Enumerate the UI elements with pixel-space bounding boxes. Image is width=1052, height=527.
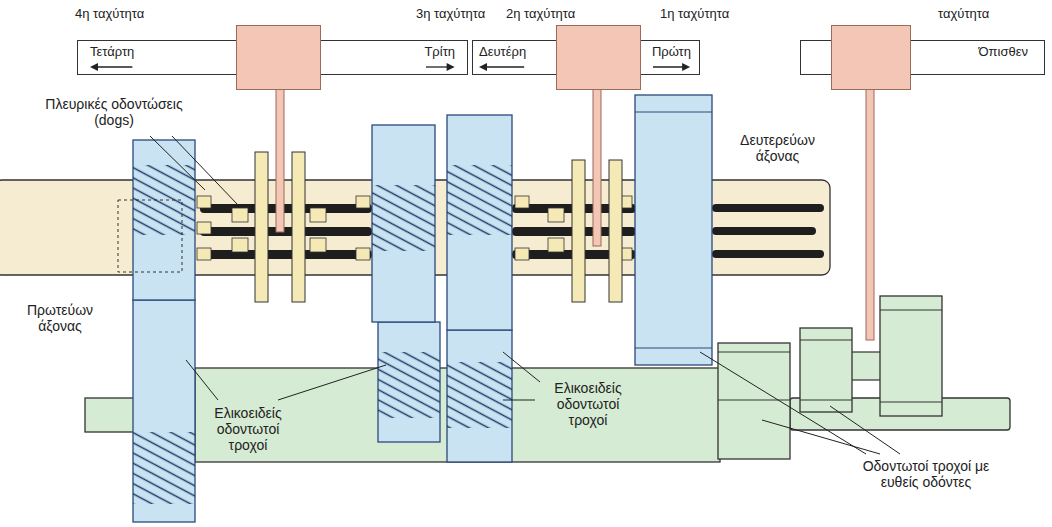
leader-line <box>830 406 900 454</box>
countershaft-gears <box>133 300 512 522</box>
spline <box>712 204 824 212</box>
helical-gear <box>372 125 435 322</box>
part-label: 2η ταχύτητα <box>506 6 575 22</box>
helical-teeth <box>372 185 435 251</box>
dog-tooth <box>356 196 370 208</box>
helical-gear <box>133 140 195 300</box>
spline <box>200 204 372 213</box>
idler-shaft <box>850 352 882 380</box>
helical-gear <box>447 330 512 462</box>
leader-line <box>503 352 540 382</box>
arrow-head <box>447 63 455 71</box>
part-label: 1η ταχύτητα <box>660 6 729 22</box>
dog-tooth <box>232 208 248 222</box>
part-label: ταχύτητα <box>938 6 989 22</box>
dog-tooth <box>515 196 529 208</box>
direction-arrow <box>90 62 134 72</box>
gear-tooth-line <box>800 400 852 401</box>
direction-arrow <box>424 62 455 72</box>
spline <box>200 227 372 236</box>
selector-stem <box>866 80 874 340</box>
leader-line <box>700 352 866 454</box>
leader-lines <box>150 136 900 454</box>
part-label: 3η ταχύτητα <box>416 6 485 22</box>
reverse-gear <box>880 296 942 416</box>
dog-tooth <box>197 222 211 234</box>
shift-fork-block <box>236 25 321 90</box>
spline <box>712 227 816 235</box>
gear-tooth-line <box>635 348 712 349</box>
reverse-gear <box>800 328 852 412</box>
gear-tooth-line <box>718 352 790 353</box>
helical-teeth <box>378 352 440 418</box>
hidden-shaft-outline <box>118 200 182 272</box>
helical-gear <box>447 115 512 330</box>
gear-tooth-line <box>880 310 942 311</box>
arrow-shaft <box>481 66 524 67</box>
gear-tooth-line <box>880 402 942 403</box>
shift-fork-block <box>556 25 641 90</box>
gear-label: Όπισθεν <box>979 44 1028 60</box>
dog-tooth <box>310 208 326 222</box>
spline <box>200 250 372 259</box>
spline <box>712 250 824 258</box>
leader-line <box>503 400 535 401</box>
dog-tooth <box>356 248 370 260</box>
shift-fork-block <box>831 25 911 90</box>
selector-mechanism <box>255 80 874 340</box>
part-label: Οδοντωτοί τροχοί με ευθείς οδόντες <box>852 458 1000 490</box>
gear-label: Δευτέρη <box>479 44 526 60</box>
part-label: 4η ταχύτητα <box>75 6 144 22</box>
arrow-shaft <box>92 66 132 67</box>
part-label: Ελικοειδείς οδοντωτοί τροχοί <box>200 405 296 453</box>
dog-tooth <box>310 238 326 252</box>
leader-line <box>186 360 218 400</box>
gear-tooth-line <box>800 340 852 341</box>
helical-teeth <box>447 362 512 428</box>
leader-line <box>150 136 205 190</box>
selector-rod: Τετάρτη Τρίτη <box>77 40 468 75</box>
sliding-sleeve <box>609 160 622 302</box>
dog-tooth <box>197 248 211 260</box>
part-label: Ελικοειδείς οδοντωτοί τροχοί <box>538 380 638 428</box>
arrow-head <box>90 63 98 71</box>
sliding-sleeve <box>572 160 585 302</box>
helical-gear <box>378 322 440 442</box>
helical-teeth <box>133 432 195 504</box>
part-label: Πλευρικές οδοντώσεις (dogs) <box>26 96 202 128</box>
dog-tooth <box>548 238 564 252</box>
mainshaft-gears <box>118 95 712 365</box>
gear-tooth-line <box>635 112 712 113</box>
sliding-sleeve <box>292 152 305 302</box>
leader-line <box>762 420 880 454</box>
dog-tooth <box>232 238 248 252</box>
direction-arrow <box>651 62 690 72</box>
selector-stem <box>593 80 601 246</box>
direction-arrow <box>479 62 526 72</box>
selector-rod: Όπισθεν <box>800 40 1045 75</box>
arrow-head <box>683 63 691 71</box>
dog-tooth <box>197 196 211 208</box>
arrow-head <box>479 63 487 71</box>
helical-gear <box>133 300 195 522</box>
part-label: Πρωτεύων άξονας <box>4 302 116 334</box>
selector-rod: Δευτέρη Πρώτη <box>472 40 700 75</box>
helical-teeth <box>447 165 512 235</box>
spur-gear <box>635 95 712 365</box>
gear-label: Τρίτη <box>424 44 455 60</box>
sliding-sleeve <box>255 152 268 302</box>
dog-tooth <box>548 208 564 222</box>
shaft-stub <box>85 398 135 432</box>
gear-label: Πρώτη <box>652 44 691 60</box>
selector-stem <box>276 80 284 232</box>
leader-line <box>278 365 386 400</box>
leader-line <box>172 136 238 205</box>
dog-tooth <box>515 248 529 260</box>
part-label: Δευτερεύων άξονας <box>720 132 835 164</box>
gear-label: Τετάρτη <box>90 44 134 60</box>
